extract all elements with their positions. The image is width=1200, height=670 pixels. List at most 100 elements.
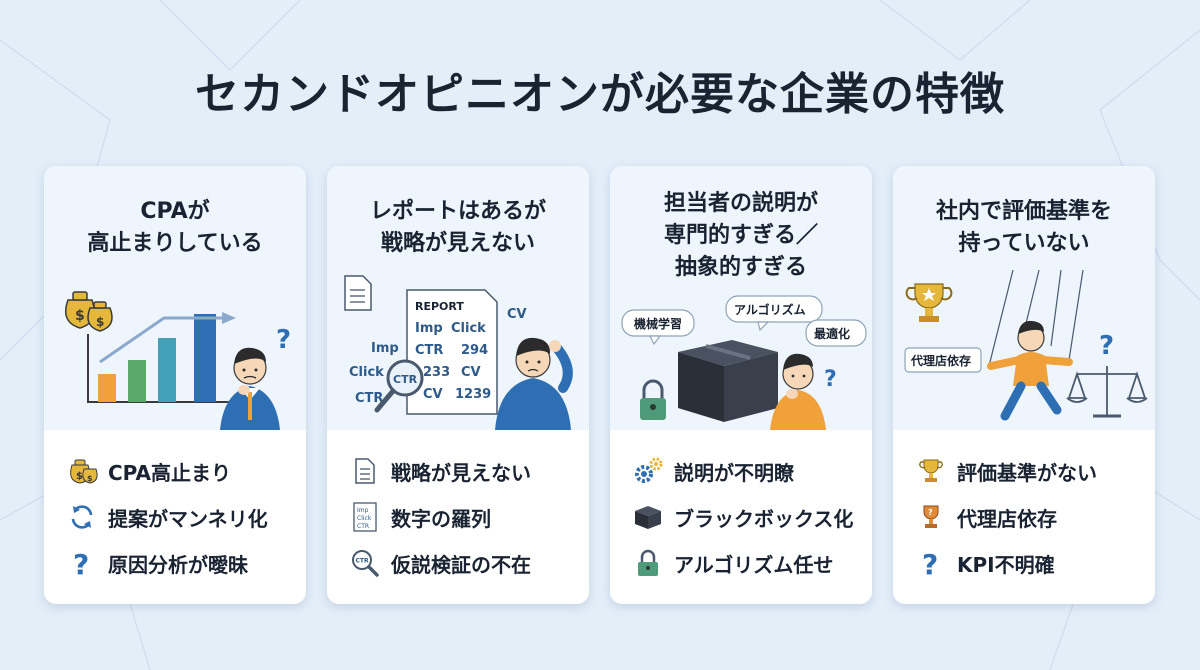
svg-text:Click: Click	[451, 321, 486, 336]
card-items: $ $ CPA高止まり 提案がマンネリ化 ?	[44, 448, 306, 586]
list-item: $ $ CPA高止まり	[44, 448, 306, 494]
question-icon: ?	[915, 547, 947, 579]
svg-text:Imp: Imp	[415, 321, 443, 336]
card-evaluation: 社内で評価基準を 持っていない	[893, 166, 1155, 604]
card-title-line: 戦略が見えない	[380, 231, 535, 256]
trophy-icon	[915, 455, 947, 487]
svg-text:?: ?	[824, 367, 837, 392]
svg-text:?: ?	[1099, 331, 1114, 361]
svg-text:?: ?	[73, 548, 89, 578]
document-icon	[344, 275, 372, 311]
black-box-illustration: 機械学習 アルゴリズム 最適化	[621, 295, 867, 430]
scale-icon	[1066, 366, 1148, 418]
list-item: ? 代理店依存	[893, 494, 1155, 540]
svg-text:$: $	[87, 474, 93, 483]
card-title-line: レポートはあるが	[369, 199, 546, 224]
svg-text:CTR: CTR	[355, 391, 383, 406]
magnifier-icon: CTR	[374, 359, 424, 413]
svg-text:アルゴリズム: アルゴリズム	[734, 302, 806, 317]
svg-text:代理店依存: 代理店依存	[910, 353, 971, 368]
svg-text:Click: Click	[349, 365, 384, 380]
card-cpa: CPAが 高止まりしている $ $	[44, 166, 306, 604]
speech-bubble: 最適化	[805, 319, 867, 347]
svg-text:1239: 1239	[455, 387, 491, 402]
list-item: 戦略が見えない	[327, 448, 589, 494]
svg-text:機械学習: 機械学習	[634, 316, 682, 331]
card-report: レポートはあるが 戦略が見えない REPORT Imp Click CTR 29…	[327, 166, 589, 604]
svg-text:CTR: CTR	[393, 373, 418, 386]
lock-icon	[632, 547, 664, 579]
item-label: CPA高止まり	[108, 460, 231, 485]
page-title: セカンドオピニオンが必要な企業の特徴	[195, 69, 1005, 120]
card-items: 戦略が見えない Imp Click CTR 数字の羅列 CTR	[327, 448, 589, 586]
svg-text:CTR: CTR	[415, 343, 443, 358]
speech-bubble: 機械学習	[621, 309, 695, 346]
gears-icon	[632, 455, 664, 487]
card-items: 説明が不明瞭 ブラックボックス化 アルゴリズム任せ	[610, 448, 872, 586]
svg-text:$: $	[75, 308, 85, 324]
svg-text:$: $	[76, 471, 83, 482]
svg-text:294: 294	[461, 343, 488, 358]
money-bags-icon: $ $	[65, 291, 113, 332]
cpa-growth-illustration: $ $ ?	[65, 291, 291, 430]
svg-text:233: 233	[423, 365, 450, 380]
svg-text:CV: CV	[507, 307, 527, 322]
item-label: 説明が不明瞭	[674, 460, 794, 485]
report-illustration: REPORT Imp Click CTR 294 233 CV CV 1239 …	[344, 275, 573, 430]
svg-text:$: $	[96, 315, 104, 329]
card-title-line: 抽象的すぎる	[674, 255, 807, 280]
card-title-line: CPAが	[140, 199, 210, 224]
magnifier-icon: CTR	[349, 547, 381, 579]
confused-person-icon	[495, 337, 573, 430]
svg-text:Imp: Imp	[357, 507, 369, 514]
card-title: 社内で評価基準を 持っていない	[893, 196, 1155, 260]
item-label: 代理店依存	[957, 506, 1057, 531]
agency-tag: 代理店依存	[904, 347, 982, 373]
lock-icon	[640, 379, 666, 420]
item-label: 戦略が見えない	[391, 460, 531, 485]
svg-text:CV: CV	[423, 387, 443, 402]
list-item: アルゴリズム任せ	[610, 540, 872, 586]
item-label: 評価基準がない	[957, 460, 1097, 485]
question-icon: ?	[66, 547, 98, 579]
card-title-line: 専門的すぎる／	[663, 223, 818, 248]
puppet-person-icon	[987, 320, 1073, 421]
item-label: KPI不明確	[957, 552, 1055, 577]
svg-text:Click: Click	[357, 515, 372, 522]
speech-bubble: アルゴリズム	[725, 295, 823, 332]
card-title: 担当者の説明が 専門的すぎる／ 抽象的すぎる	[610, 188, 872, 284]
item-label: 仮説検証の不在	[391, 552, 531, 577]
trophy-icon	[905, 283, 953, 322]
refresh-icon	[66, 501, 98, 533]
list-item: ? 原因分析が曖昧	[44, 540, 306, 586]
item-label: 原因分析が曖昧	[108, 552, 248, 577]
card-explanation: 担当者の説明が 専門的すぎる／ 抽象的すぎる 機械学習 アルゴリズム 最適化	[610, 166, 872, 604]
report-sheet: REPORT Imp Click CTR 294 233 CV CV 1239	[406, 289, 498, 415]
card-items: 評価基準がない ? 代理店依存 ? KPI不明確	[893, 448, 1155, 586]
list-item: Imp Click CTR 数字の羅列	[327, 494, 589, 540]
metrics-doc-icon: Imp Click CTR	[349, 501, 381, 533]
card-title: レポートはあるが 戦略が見えない	[327, 196, 589, 260]
svg-text:CTR: CTR	[356, 558, 369, 565]
svg-text:Imp: Imp	[371, 341, 399, 356]
svg-text:CV: CV	[461, 365, 481, 380]
item-label: 提案がマンネリ化	[108, 506, 268, 531]
list-item: ブラックボックス化	[610, 494, 872, 540]
svg-text:REPORT: REPORT	[415, 300, 464, 313]
card-title-line: 社内で評価基準を	[935, 199, 1112, 224]
list-item: ? KPI不明確	[893, 540, 1155, 586]
worried-person-icon	[220, 347, 280, 430]
list-item: CTR 仮説検証の不在	[327, 540, 589, 586]
black-box-icon	[632, 501, 664, 533]
list-item: 説明が不明瞭	[610, 448, 872, 494]
money-bag-icon: $ $	[66, 455, 98, 487]
item-label: 数字の羅列	[391, 506, 491, 531]
svg-text:最適化: 最適化	[814, 326, 850, 341]
card-title-line: 持っていない	[958, 231, 1090, 256]
list-item: 提案がマンネリ化	[44, 494, 306, 540]
document-icon	[349, 455, 381, 487]
card-title-line: 担当者の説明が	[663, 191, 818, 216]
svg-text:?: ?	[276, 325, 291, 355]
item-label: アルゴリズム任せ	[674, 552, 834, 577]
card-title-line: 高止まりしている	[87, 231, 263, 256]
